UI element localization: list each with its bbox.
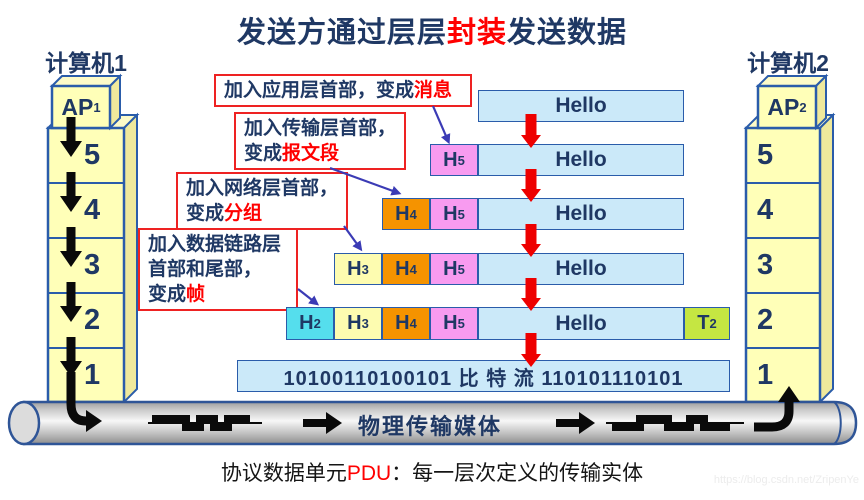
bitstream-box: 10100110100101 比 特 流 110101110101 (237, 360, 730, 392)
ann-datalink-line1: 加入数据链路层 (148, 234, 282, 255)
h5-sub: 5 (457, 316, 465, 331)
annotation-network-layer: 加入网络层首部， 变成分组 (176, 172, 348, 230)
ann-app-term: 消息 (414, 80, 453, 101)
row5-hello: Hello (478, 307, 684, 340)
ann-datalink-term: 帧 (186, 284, 206, 305)
h3-base: H (347, 312, 362, 334)
h4-base: H (395, 257, 410, 280)
ann-transport-pre: 变成 (244, 143, 283, 164)
ann-network-term: 分组 (224, 203, 263, 224)
watermark: https://blog.csdn.net/ZripenYe (713, 474, 859, 486)
ap1-base: AP (61, 93, 94, 120)
layer1-3: 3 (84, 248, 101, 281)
caption-pre: 协议数据单元 (220, 462, 347, 485)
annotation-application-layer: 加入应用层首部，变成消息 (214, 74, 472, 107)
out-of-medium-arrow (754, 386, 800, 432)
title-pre: 发送方通过层层 (236, 17, 447, 49)
caption-post: ：每一层次定义的传输实体 (391, 462, 644, 485)
ann-transport-line1: 加入传输层首部， (244, 118, 397, 139)
ann-transport-term: 报文段 (282, 143, 340, 164)
h3-base: H (347, 257, 362, 280)
pdu-caption: 协议数据单元PDU：每一层次定义的传输实体 (0, 457, 864, 487)
layer2-5: 5 (757, 138, 774, 171)
h5-base: H (443, 202, 458, 225)
h5-sub: 5 (457, 152, 465, 168)
row2-hello: Hello (478, 144, 684, 176)
ann-datalink-pre: 变成 (148, 284, 187, 305)
computer2-label: 计算机2 (747, 50, 829, 76)
layer2-2: 2 (757, 303, 774, 336)
h5-base: H (443, 257, 458, 280)
physical-medium-label: 物理传输媒体 (358, 414, 503, 439)
h5-sub: 5 (457, 206, 465, 222)
page-title: 发送方通过层层封装发送数据 (0, 9, 864, 51)
layer2-4: 4 (757, 193, 774, 226)
ap1-sub: 1 (93, 99, 101, 115)
h5-base: H (443, 312, 458, 334)
t2-sub: 2 (709, 316, 717, 331)
signal-waveform-left (152, 415, 250, 431)
ap2-base: AP (767, 93, 800, 120)
ann-app-text: 加入应用层首部，变成 (224, 80, 415, 101)
layer2-3: 3 (757, 248, 774, 281)
h4-sub: 4 (409, 261, 417, 277)
ann-transport-line2: 变成报文段 (244, 141, 396, 166)
ann-network-line2: 变成分组 (186, 201, 338, 226)
layer1-5: 5 (84, 138, 101, 171)
ann-datalink-line3: 变成帧 (148, 282, 288, 307)
annotation-transport-layer: 加入传输层首部， 变成报文段 (234, 112, 406, 170)
h2-base: H (299, 312, 314, 334)
h5-base: H (443, 148, 458, 171)
title-highlight: 封装 (446, 17, 507, 49)
row4-hello: Hello (478, 253, 684, 285)
caption-term: PDU (346, 462, 392, 485)
signal-waveform-right (612, 415, 730, 431)
h4-sub: 4 (409, 206, 417, 222)
h2-sub: 2 (313, 316, 321, 331)
h5-sub: 5 (457, 261, 465, 277)
h4-base: H (395, 202, 410, 225)
ap2-sub: 2 (799, 99, 807, 115)
h3-sub: 3 (361, 316, 369, 331)
annotation-datalink-layer: 加入数据链路层 首部和尾部， 变成帧 (138, 228, 298, 311)
layer1-2: 2 (84, 303, 101, 336)
ann-datalink-line2: 首部和尾部， (148, 259, 263, 280)
layer1-1: 1 (84, 358, 101, 391)
ann-network-line1: 加入网络层首部， (186, 178, 339, 199)
layer2-1: 1 (757, 358, 774, 391)
h4-base: H (395, 312, 410, 334)
ann-network-pre: 变成 (186, 203, 225, 224)
row3-hello: Hello (478, 198, 684, 230)
t2-base: T (697, 312, 710, 334)
h3-sub: 3 (361, 261, 369, 277)
h4-sub: 4 (409, 316, 417, 331)
title-post: 发送数据 (507, 17, 628, 49)
layer1-4: 4 (84, 193, 101, 226)
computer1-label: 计算机1 (45, 50, 127, 76)
row1-hello: Hello (478, 90, 684, 122)
